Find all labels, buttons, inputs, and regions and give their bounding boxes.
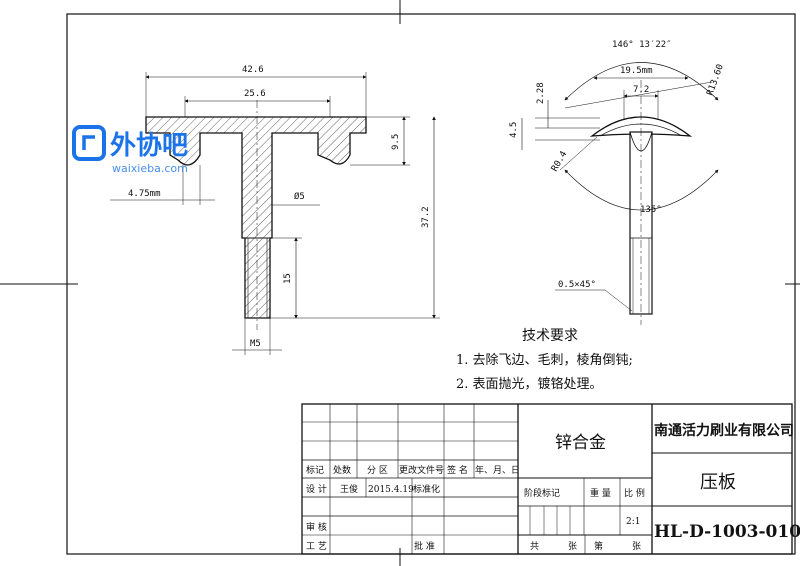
- dim-shank-dia: Ø5: [294, 191, 305, 202]
- watermark: 外协吧 waixieba.com: [72, 125, 188, 175]
- title-block: [301, 403, 793, 555]
- dim-radius-offset: 4.75mm: [128, 189, 161, 199]
- hdr-date: 年、月、日: [475, 464, 520, 476]
- hdr-change: 更改文件号: [399, 464, 444, 476]
- hdr-std: 标准化: [413, 483, 440, 495]
- dim-radius-13: R13.60: [705, 63, 726, 97]
- dim-height-228: 2.28: [536, 82, 546, 104]
- hdr-check: 审 核: [306, 521, 327, 533]
- hdr-zone: 分 区: [367, 465, 388, 476]
- hdr-sheets: 张: [568, 541, 577, 552]
- hdr-total: 共: [530, 541, 539, 552]
- notes-line-2: 2. 表面抛光，镀铬处理。: [456, 376, 603, 392]
- watermark-domain: waixieba.com: [112, 162, 188, 175]
- dim-angle-head: 146° 13′22″: [612, 40, 672, 50]
- dim-angle-135: 135°: [640, 205, 662, 215]
- hdr-stage: 阶段标记: [524, 487, 560, 499]
- design-date: 2015.4.19: [368, 485, 414, 495]
- hdr-design: 设 计: [306, 483, 327, 495]
- drawing-number: HL-D-1003-0101: [654, 522, 800, 542]
- designer: 王俊: [340, 483, 358, 495]
- dim-radius-04: R0.4: [550, 150, 570, 174]
- material: 锌合金: [555, 433, 606, 453]
- dim-thread-length: 15: [283, 273, 293, 284]
- technical-notes: 技术要求 1. 去除飞边、毛刺，棱角倒钝; 2. 表面抛光，镀铬处理。: [456, 328, 633, 392]
- hdr-nth: 第: [594, 540, 603, 552]
- dim-total-width: 42.6: [242, 65, 264, 75]
- shank: [629, 131, 653, 315]
- dim-center-dia: 7.2: [633, 85, 649, 95]
- hdr-sign: 签 名: [447, 464, 468, 476]
- dome-head: [589, 116, 693, 137]
- hdr-mark: 标记: [306, 464, 324, 476]
- hdr-approve: 批 准: [414, 540, 435, 552]
- hdr-weight: 重 量: [590, 487, 611, 499]
- detail-view: 146° 13′22″ 19.5mm 7.2 R13.60 135° 2.28 …: [509, 40, 726, 325]
- watermark-logo-icon: [72, 125, 106, 161]
- dim-thread: M5: [250, 339, 261, 349]
- section-view: 42.6 25.6 4.75mm Ø5 9.5 37.2 15 M5: [110, 65, 440, 355]
- company-name: 南通活力刷业有限公司: [654, 422, 794, 439]
- dim-total-length: 37.2: [421, 206, 431, 228]
- notes-title: 技术要求: [522, 328, 578, 344]
- dim-head-height: 9.5: [391, 134, 401, 150]
- dim-height-45: 4.5: [509, 122, 519, 138]
- notes-line-1: 1. 去除飞边、毛刺，棱角倒钝;: [456, 352, 633, 368]
- hdr-scale: 比 例: [624, 487, 645, 499]
- part-name: 压板: [700, 472, 736, 493]
- dim-chamfer: 0.5×45°: [558, 280, 596, 290]
- title-block-text: 锌合金 南通活力刷业有限公司 压板 HL-D-1003-0101 标记 处数 分…: [306, 422, 800, 552]
- dim-head-dia: 19.5mm: [620, 66, 653, 76]
- watermark-brand: 外协吧: [110, 131, 188, 161]
- hdr-count: 处数: [333, 464, 351, 476]
- scale-value: 2:1: [626, 517, 640, 527]
- dim-inner-width: 25.6: [244, 89, 266, 99]
- hdr-process: 工 艺: [306, 541, 327, 552]
- hdr-sheet: 张: [632, 541, 641, 552]
